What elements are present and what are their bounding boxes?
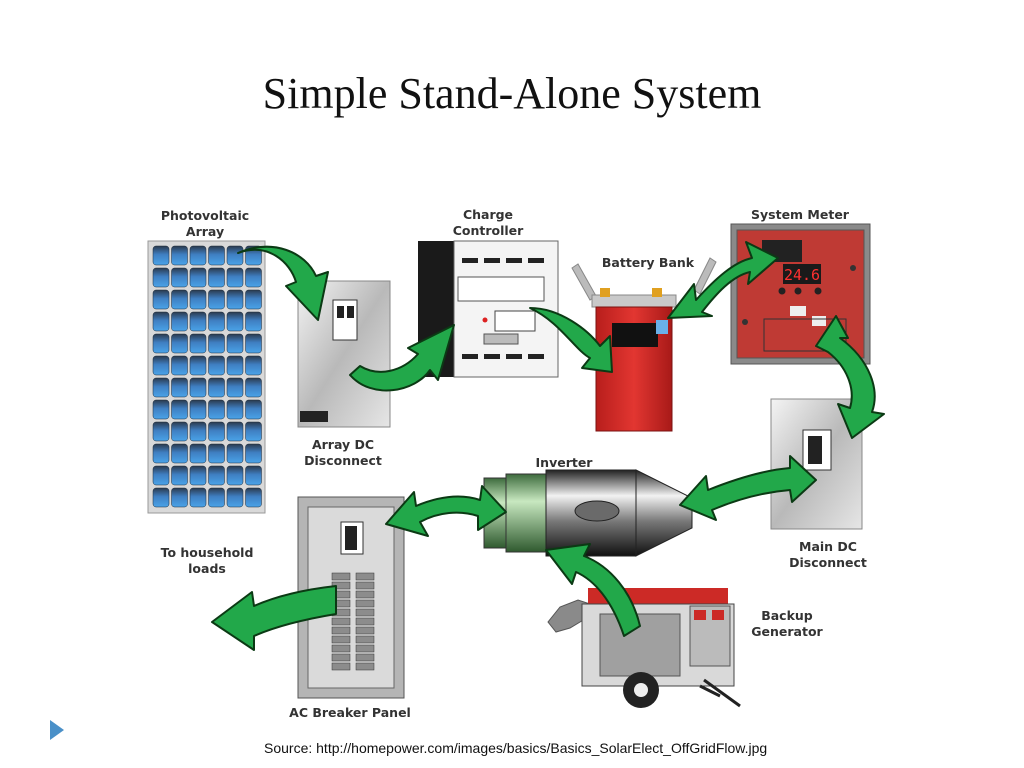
backup-generator (547, 588, 741, 708)
flow-arrow-to-household-loads (211, 585, 337, 651)
flow-arrow-pv-to-disconnect (237, 245, 329, 321)
flow-arrow-battery-meter (667, 241, 779, 319)
flow-arrow-disconnect-to-controller (349, 324, 455, 392)
flow-arrow-generator-to-inverter (545, 543, 641, 637)
battery-bank (571, 257, 717, 432)
flow-arrow-inverter-acpanel (385, 485, 507, 537)
label-ac-breaker-panel: AC Breaker Panel (289, 705, 411, 720)
source-caption: Source: http://homepower.com/images/basi… (264, 740, 768, 756)
pv-array (147, 240, 266, 514)
slide-title: Simple Stand-Alone System (262, 69, 762, 118)
flow-arrow-maindc-inverter (679, 455, 817, 521)
label-system-meter: System Meter (751, 207, 849, 222)
inverter (483, 469, 693, 557)
flow-arrow-meter-maindc (815, 315, 885, 439)
label-battery-bank: Battery Bank (601, 255, 695, 270)
meter-readout: 24.6 (784, 266, 820, 284)
label-inverter: Inverter (535, 455, 593, 470)
array-dc-disconnect (297, 280, 391, 428)
flow-arrow-controller-to-battery (529, 307, 613, 373)
slide-nav-arrow-icon[interactable] (50, 720, 64, 740)
